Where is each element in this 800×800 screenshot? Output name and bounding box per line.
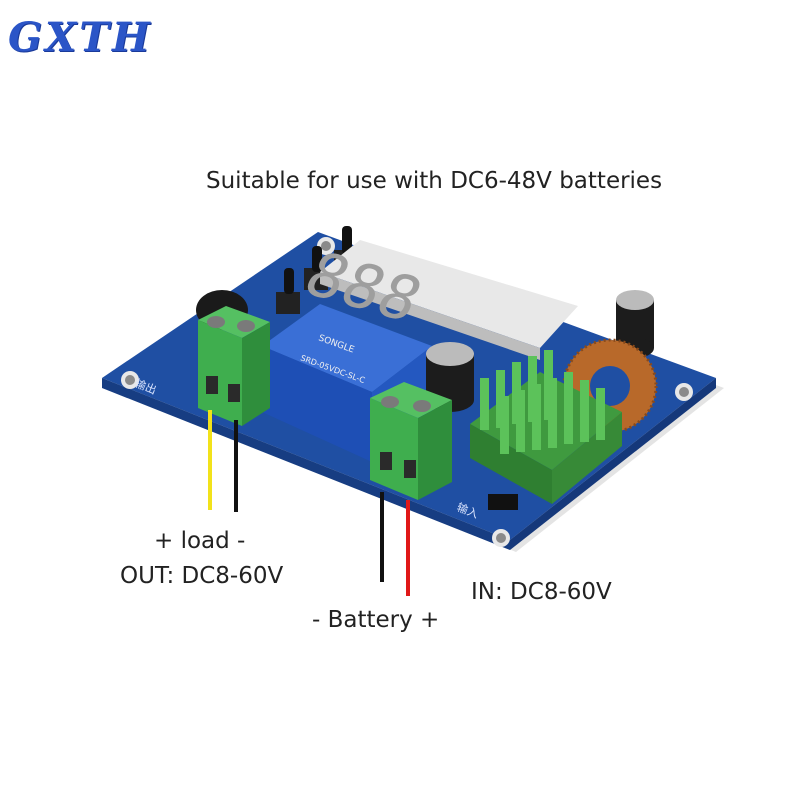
smd-chip — [488, 494, 518, 510]
mounting-holes — [121, 237, 693, 547]
battery-compat-caption: Suitable for use with DC6-48V batteries — [206, 168, 663, 194]
brand-logo: GXTH — [8, 14, 153, 61]
battery-caption: - Battery + — [312, 607, 440, 633]
heatsink — [470, 350, 622, 504]
input-voltage-caption: IN: DC8-60V — [471, 579, 612, 605]
load-caption: + load - — [154, 528, 246, 554]
output-terminal-block — [198, 306, 270, 426]
pcb-edge-right — [510, 378, 716, 550]
output-voltage-caption: OUT: DC8-60V — [120, 563, 284, 589]
input-terminal-block — [370, 382, 452, 500]
